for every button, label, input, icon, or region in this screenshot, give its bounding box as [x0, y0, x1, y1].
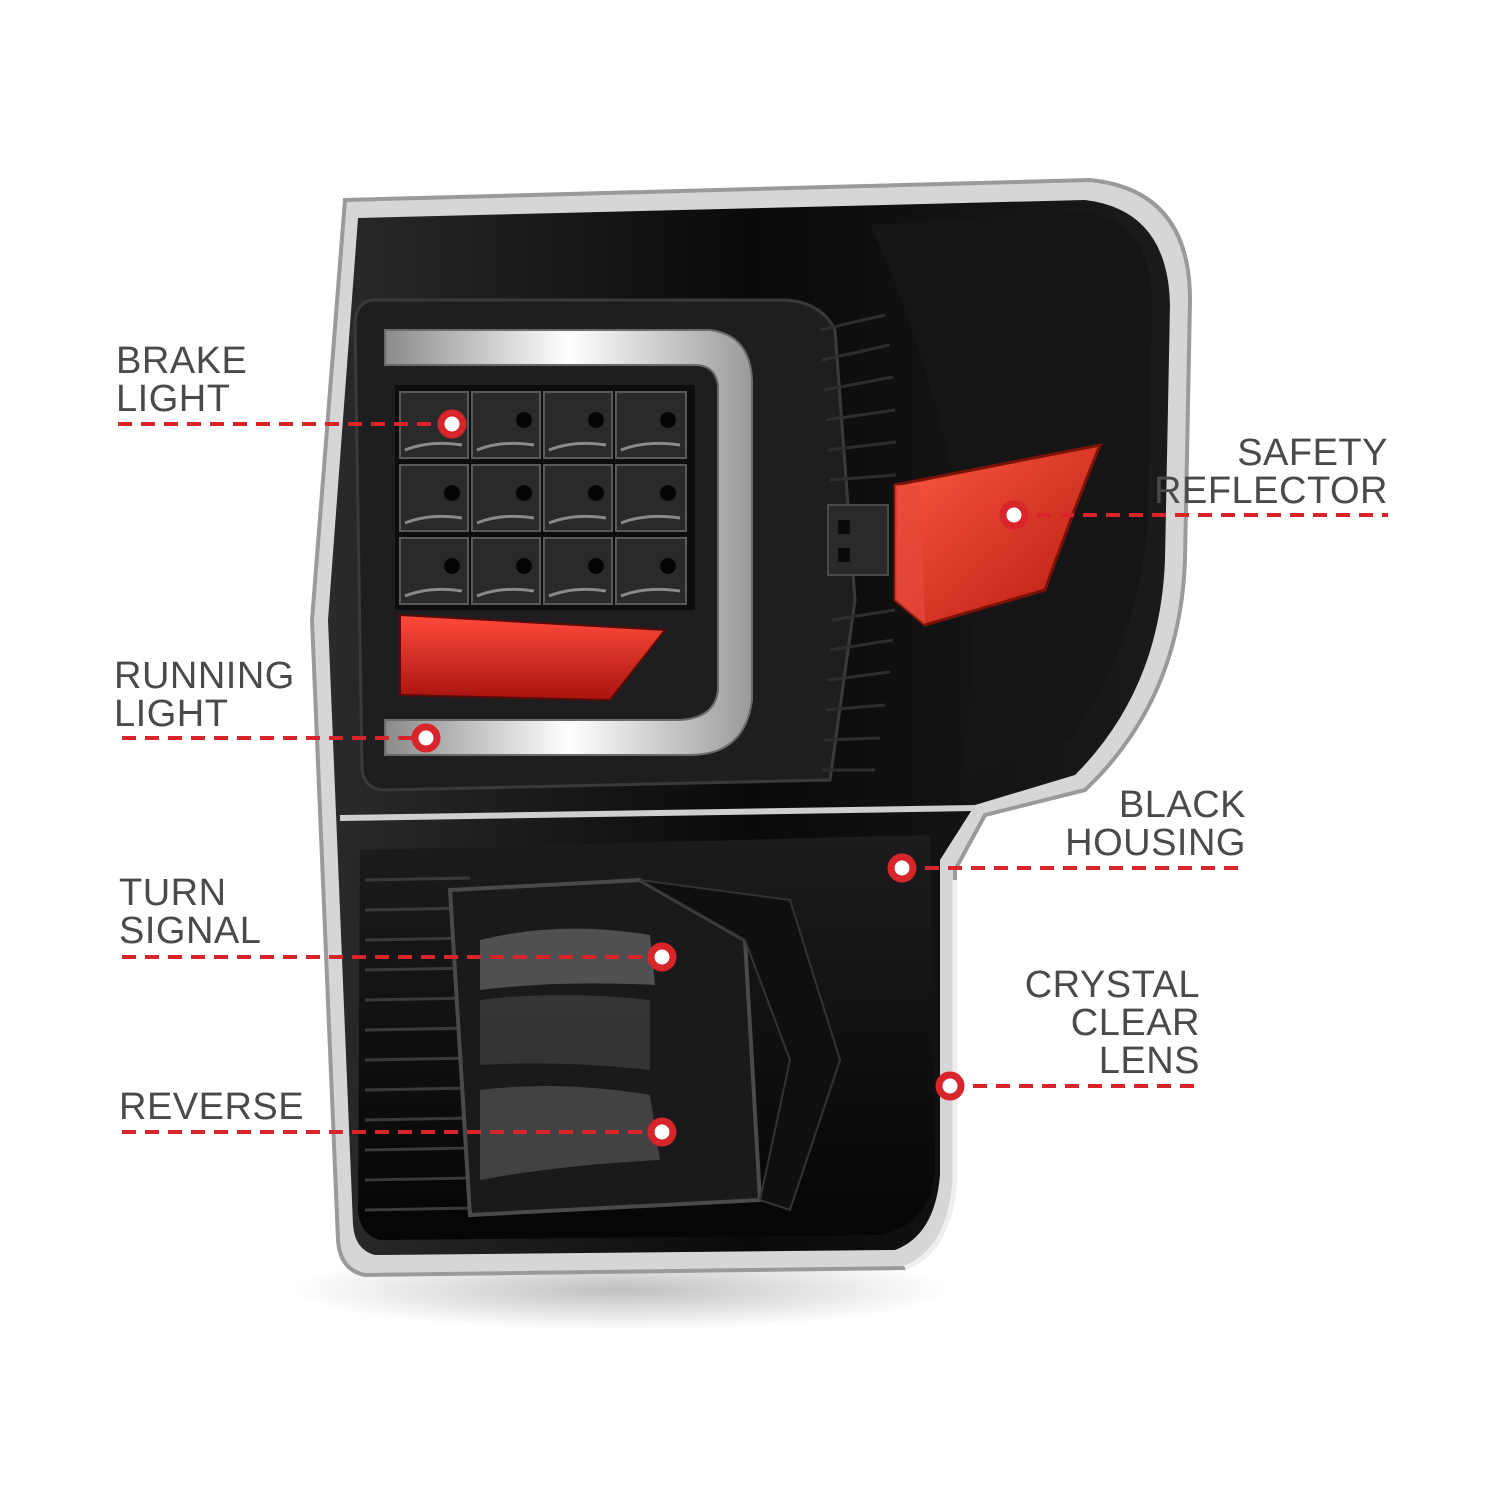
- running-light-label: RUNNING LIGHT: [114, 657, 295, 733]
- crystal-clear-lens-label-line3: LENS: [1098, 1040, 1200, 1082]
- safety-reflector-lens: [893, 443, 1103, 627]
- reverse-label: REVERSE: [119, 1088, 304, 1126]
- led-cells: [399, 391, 687, 605]
- safety-reflector-label-line1: SAFETY: [1237, 432, 1388, 474]
- running-light-dot: [411, 723, 441, 753]
- brake-reflector-strip: [399, 613, 667, 702]
- safety-reflector-dot: [999, 500, 1029, 530]
- crystal-clear-lens-label-line2: CLEAR: [1070, 1002, 1200, 1044]
- connector-tab: [827, 504, 889, 576]
- black-housing-label-line2: HOUSING: [1065, 822, 1246, 864]
- turn-signal-dot: [647, 942, 677, 972]
- brake-light-label-line2: LIGHT: [116, 378, 231, 420]
- crystal-clear-lens-label: CRYSTAL CLEAR LENS: [1025, 966, 1200, 1080]
- reverse-dot: [647, 1117, 677, 1147]
- reverse-label-line1: REVERSE: [119, 1086, 305, 1128]
- turn-signal-label-line2: SIGNAL: [119, 910, 262, 952]
- brake-light-label-line1: BRAKE: [116, 340, 248, 382]
- running-light-label-line2: LIGHT: [114, 693, 229, 735]
- crystal-clear-lens-dot: [935, 1071, 965, 1101]
- housing-ribs: [819, 313, 897, 772]
- safety-reflector-label: SAFETY REFLECTOR: [1154, 434, 1388, 510]
- turn-signal-reflector: [480, 928, 655, 1070]
- safety-reflector-label-line2: REFLECTOR: [1154, 470, 1388, 512]
- black-housing-label-line1: BLACK: [1118, 784, 1246, 826]
- running-light-label-line1: RUNNING: [114, 655, 295, 697]
- crystal-clear-lens-label-line1: CRYSTAL: [1024, 964, 1200, 1006]
- black-housing-label: BLACK HOUSING: [1065, 786, 1246, 862]
- callout-lines: [118, 422, 1388, 1134]
- brake-light-dot: [437, 409, 467, 439]
- black-housing-dot: [887, 853, 917, 883]
- turn-signal-label: TURN SIGNAL: [119, 874, 261, 950]
- crystal-lens-edge: [904, 880, 958, 1271]
- running-light-tube: [384, 329, 753, 756]
- housing-divider: [339, 805, 976, 821]
- turn-signal-label-line1: TURN: [119, 872, 227, 914]
- callout-dots: [411, 409, 1029, 1147]
- brake-light-label: BRAKE LIGHT: [116, 342, 247, 418]
